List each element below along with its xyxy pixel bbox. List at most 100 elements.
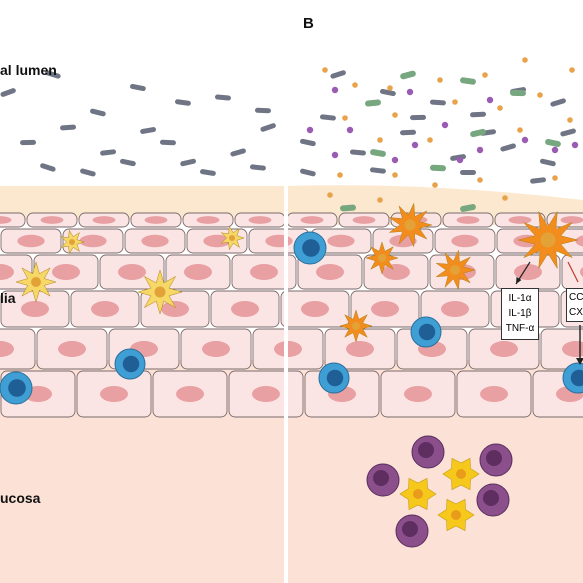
arrow-head [576, 358, 583, 365]
orange-particle [342, 115, 348, 121]
resting-dendritic-cell-nucleus [229, 235, 235, 241]
cell-nucleus [141, 234, 169, 248]
cell-nucleus [514, 264, 542, 280]
plasma-cell-nucleus [483, 490, 499, 506]
yellow-granulocyte-nucleus [413, 489, 423, 499]
purple-particle [406, 88, 414, 96]
orange-particle [322, 67, 328, 73]
cell-nucleus [92, 216, 116, 224]
purple-particle [346, 126, 354, 134]
cell-nucleus [575, 235, 583, 247]
cell-nucleus [490, 341, 518, 357]
gray-bacterium [460, 170, 476, 175]
orange-particle [537, 92, 543, 98]
gray-bacterium [40, 163, 56, 172]
gray-bacterium [560, 128, 576, 137]
yellow-granulocyte-nucleus [451, 510, 461, 520]
activated-dendritic-cell-nucleus [540, 232, 556, 248]
chemokine-box: CC CXC [566, 288, 583, 322]
cell-nucleus [0, 216, 12, 224]
orange-particle [427, 137, 433, 143]
purple-particle [571, 141, 579, 149]
green-bacterium [510, 89, 526, 97]
mucus-layer-a [0, 186, 285, 220]
gray-bacterium [120, 158, 136, 167]
cell-nucleus [58, 341, 86, 357]
gray-bacterium [199, 169, 216, 176]
cell-nucleus [508, 216, 532, 224]
lymphocyte-nucleus [326, 369, 344, 387]
resting-dendritic-cell-nucleus [69, 239, 75, 245]
lymphocyte-nucleus [570, 369, 583, 387]
cytokine-il1b: IL-1β [508, 308, 532, 319]
cell-nucleus [100, 386, 128, 402]
cell-nucleus [161, 301, 189, 317]
gray-bacterium [100, 149, 117, 156]
gray-bacterium [380, 88, 396, 97]
cytokine-tnfa: TNF-α [505, 323, 535, 334]
lymphocyte-nucleus [302, 239, 320, 257]
lymphocyte-nucleus [418, 323, 436, 341]
orange-particle [522, 57, 528, 63]
cell-nucleus [382, 264, 410, 280]
cytokine-il1a: IL-1α [508, 293, 532, 304]
cell-nucleus [441, 301, 469, 317]
cell-nucleus [451, 234, 479, 248]
cell-nucleus [248, 216, 272, 224]
orange-particle [337, 172, 343, 178]
purple-particle [411, 141, 419, 149]
gray-bacterium [330, 70, 346, 79]
gray-bacterium [45, 70, 61, 79]
purple-particle [486, 96, 494, 104]
gray-bacterium [349, 149, 366, 156]
chemokine-cc: CC [569, 292, 583, 303]
plasma-cell-nucleus [402, 521, 418, 537]
gray-bacterium [550, 98, 566, 107]
green-bacterium [545, 138, 561, 148]
cell-nucleus [144, 216, 168, 224]
purple-particle [441, 121, 449, 129]
epithelia-label: lia [0, 290, 16, 306]
orange-particle [477, 177, 483, 183]
green-bacterium [460, 77, 476, 85]
cell-nucleus [203, 234, 231, 248]
cell-nucleus [580, 267, 583, 277]
gray-bacterium [400, 129, 417, 136]
gray-bacterium [20, 139, 37, 146]
gray-bacterium [530, 177, 547, 184]
orange-particle [432, 182, 438, 188]
chemokine-cxc: CXC [569, 307, 583, 318]
luminal-bacteria [0, 57, 579, 218]
gray-bacterium [159, 139, 176, 146]
orange-particle [392, 112, 398, 118]
cell-nucleus [118, 264, 146, 280]
cell-nucleus [231, 301, 259, 317]
activated-dendritic-cell-nucleus [352, 322, 360, 330]
purple-particle [331, 86, 339, 94]
lymphocyte-nucleus [122, 355, 140, 373]
cell-nucleus [196, 216, 220, 224]
orange-particle [437, 77, 443, 83]
orange-particle [517, 127, 523, 133]
cell-nucleus [456, 216, 480, 224]
panel-divider [284, 168, 288, 583]
cell-nucleus [346, 341, 374, 357]
activated-dendritic-cell-nucleus [404, 219, 416, 231]
cell-nucleus [265, 234, 293, 248]
activated-dendritic-cell-nucleus [378, 254, 386, 262]
green-bacterium [470, 128, 486, 138]
purple-particle [551, 146, 559, 154]
gray-bacterium [0, 88, 16, 97]
cell-nucleus [301, 301, 329, 317]
green-bacterium [340, 204, 356, 212]
cell-nucleus [300, 216, 324, 224]
green-bacterium [370, 149, 386, 157]
orange-particle [352, 82, 358, 88]
cell-nucleus [252, 386, 280, 402]
panel-b-label: B [303, 15, 314, 32]
gray-bacterium [140, 127, 157, 134]
plasma-cell-nucleus [418, 442, 434, 458]
plasma-cell-nucleus [373, 470, 389, 486]
gray-bacterium [130, 83, 146, 92]
resting-dendritic-cell-nucleus [154, 286, 166, 298]
